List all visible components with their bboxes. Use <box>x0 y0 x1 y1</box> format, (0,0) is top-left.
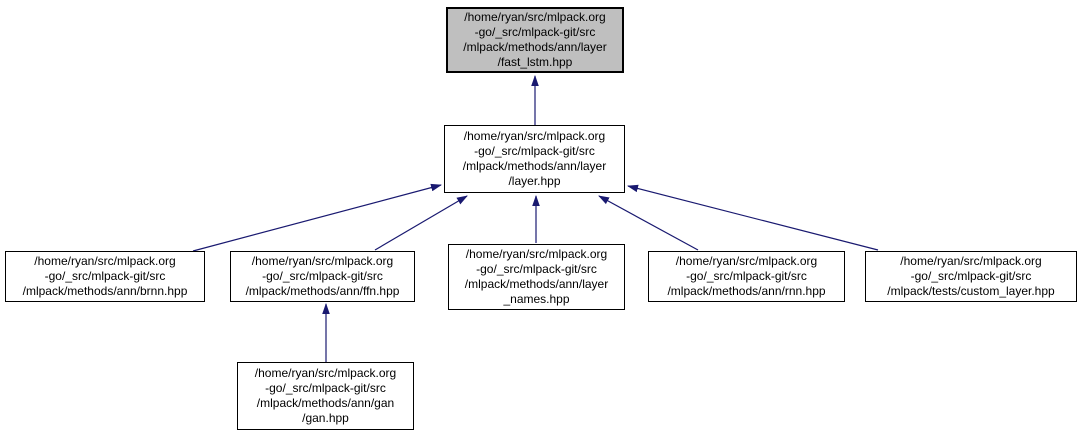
node-brnn-hpp[interactable]: /home/ryan/src/mlpack.org -go/_src/mlpac… <box>5 251 205 302</box>
node-layer-label: /home/ryan/src/mlpack.org -go/_src/mlpac… <box>462 129 607 188</box>
node-layer-names-hpp[interactable]: /home/ryan/src/mlpack.org -go/_src/mlpac… <box>448 244 625 310</box>
node-ffn-label: /home/ryan/src/mlpack.org -go/_src/mlpac… <box>245 254 400 298</box>
node-rnn-label: /home/ryan/src/mlpack.org -go/_src/mlpac… <box>667 254 826 298</box>
edge-brnn-to-layer <box>192 183 442 252</box>
node-gan-hpp[interactable]: /home/ryan/src/mlpack.org -go/_src/mlpac… <box>237 362 414 430</box>
edge-ffn-to-layer <box>374 195 468 251</box>
node-fast-lstm-label: /home/ryan/src/mlpack.org -go/_src/mlpac… <box>463 10 607 69</box>
node-rnn-hpp[interactable]: /home/ryan/src/mlpack.org -go/_src/mlpac… <box>648 251 845 302</box>
edge-rnn-to-layer <box>598 195 699 251</box>
edge-custom-layer-to-layer <box>627 184 879 251</box>
node-layer-hpp[interactable]: /home/ryan/src/mlpack.org -go/_src/mlpac… <box>444 125 625 193</box>
node-custom-layer-hpp[interactable]: /home/ryan/src/mlpack.org -go/_src/mlpac… <box>865 251 1077 302</box>
node-layer-names-label: /home/ryan/src/mlpack.org -go/_src/mlpac… <box>464 247 609 306</box>
node-ffn-hpp[interactable]: /home/ryan/src/mlpack.org -go/_src/mlpac… <box>230 251 415 302</box>
node-brnn-label: /home/ryan/src/mlpack.org -go/_src/mlpac… <box>22 254 188 298</box>
node-custom-layer-label: /home/ryan/src/mlpack.org -go/_src/mlpac… <box>887 254 1055 298</box>
node-gan-label: /home/ryan/src/mlpack.org -go/_src/mlpac… <box>254 366 397 425</box>
node-fast-lstm-hpp[interactable]: /home/ryan/src/mlpack.org -go/_src/mlpac… <box>446 7 624 73</box>
